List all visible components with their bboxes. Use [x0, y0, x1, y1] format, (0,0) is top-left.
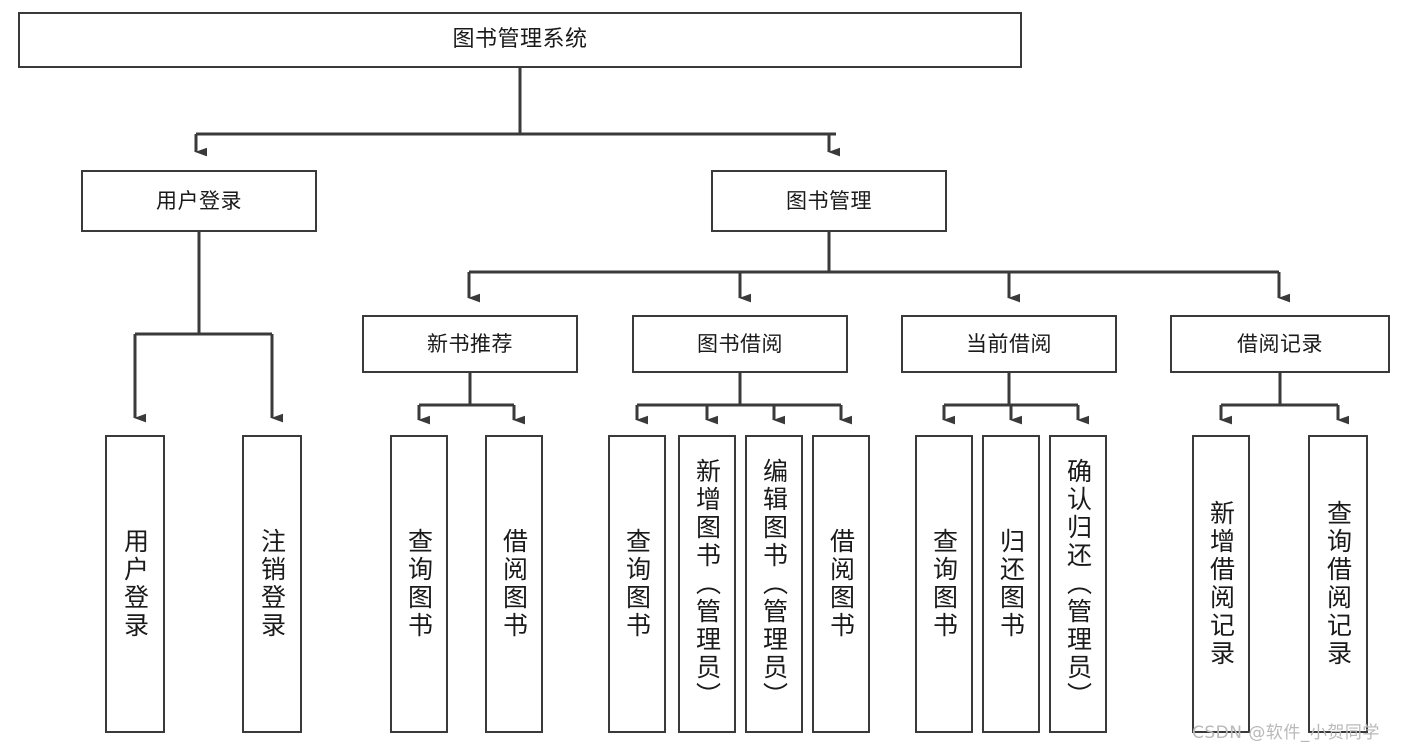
csdn-watermark: CSDN @软件_小贺同学 [1192, 723, 1380, 743]
node-leaf-query-record-label: 查询借阅记录 [1323, 500, 1353, 668]
node-leaf-borrow-book-rec[interactable]: 借阅图书 [485, 435, 543, 733]
node-leaf-add-record[interactable]: 新增借阅记录 [1192, 435, 1250, 733]
node-leaf-add-record-label: 新增借阅记录 [1206, 500, 1236, 668]
node-current-borrow-label: 当前借阅 [966, 331, 1052, 356]
node-leaf-query-book-rec[interactable]: 查询图书 [390, 435, 448, 733]
node-leaf-confirm-return-label: 确认归还（管理员） [1063, 458, 1093, 710]
node-leaf-query-book-current-label: 查询图书 [929, 528, 959, 640]
node-leaf-query-record[interactable]: 查询借阅记录 [1308, 435, 1368, 733]
node-leaf-query-book-borrow-label: 查询图书 [622, 528, 652, 640]
node-leaf-edit-book-label: 编辑图书（管理员） [759, 458, 789, 710]
node-leaf-query-book-rec-label: 查询图书 [404, 528, 434, 640]
node-leaf-user-login-label: 用户登录 [120, 528, 150, 640]
node-leaf-borrow-book-rec-label: 借阅图书 [499, 528, 529, 640]
node-new-book-recommend-label: 新书推荐 [427, 331, 513, 356]
node-leaf-borrow-book-label: 借阅图书 [826, 528, 856, 640]
node-leaf-add-book-label: 新增图书（管理员） [692, 458, 722, 710]
node-leaf-return-book-label: 归还图书 [996, 528, 1026, 640]
node-leaf-edit-book[interactable]: 编辑图书（管理员） [745, 435, 803, 733]
node-user-login-label: 用户登录 [156, 188, 242, 213]
node-root-label: 图书管理系统 [452, 27, 588, 53]
node-current-borrow[interactable]: 当前借阅 [901, 315, 1117, 373]
node-book-borrow[interactable]: 图书借阅 [632, 315, 848, 373]
node-user-login[interactable]: 用户登录 [81, 170, 317, 232]
node-leaf-confirm-return[interactable]: 确认归还（管理员） [1049, 435, 1107, 733]
node-leaf-query-book-current[interactable]: 查询图书 [915, 435, 973, 733]
node-book-borrow-label: 图书借阅 [697, 331, 783, 356]
node-borrow-record-label: 借阅记录 [1237, 331, 1323, 356]
node-borrow-record[interactable]: 借阅记录 [1170, 315, 1390, 373]
node-leaf-borrow-book[interactable]: 借阅图书 [812, 435, 870, 733]
node-new-book-recommend[interactable]: 新书推荐 [362, 315, 578, 373]
node-leaf-query-book-borrow[interactable]: 查询图书 [608, 435, 666, 733]
node-leaf-add-book[interactable]: 新增图书（管理员） [678, 435, 736, 733]
node-book-management[interactable]: 图书管理 [711, 170, 947, 232]
node-root[interactable]: 图书管理系统 [18, 12, 1022, 68]
node-leaf-logout[interactable]: 注销登录 [242, 435, 302, 733]
node-book-management-label: 图书管理 [786, 188, 872, 213]
node-leaf-logout-label: 注销登录 [257, 528, 287, 640]
node-leaf-return-book[interactable]: 归还图书 [982, 435, 1040, 733]
node-leaf-user-login[interactable]: 用户登录 [105, 435, 165, 733]
